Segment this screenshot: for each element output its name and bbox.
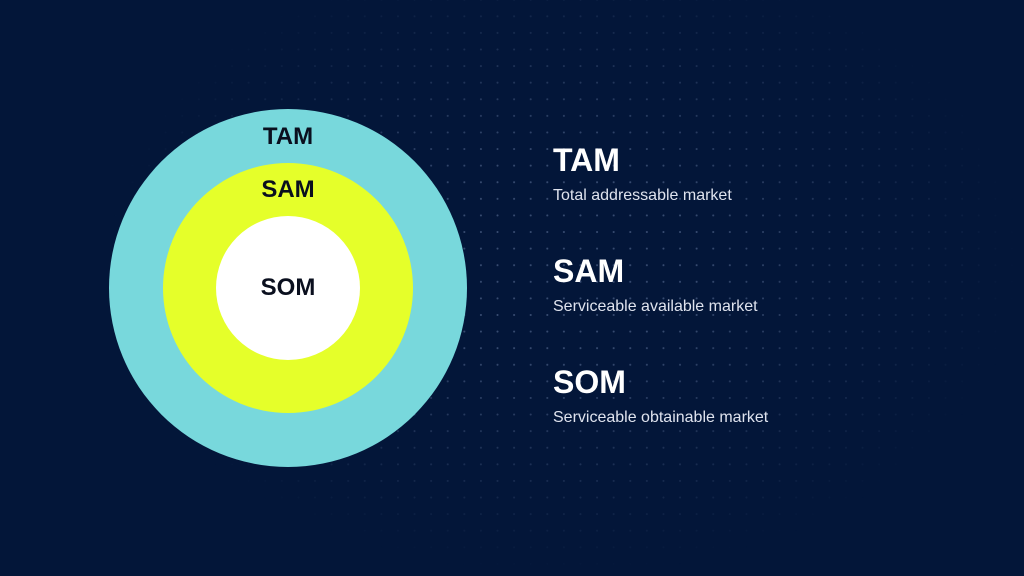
legend-item-som: SOM Serviceable obtainable market <box>553 364 768 428</box>
legend-description: Total addressable market <box>553 187 732 204</box>
legend-title: TAM <box>553 142 620 178</box>
som-circle-label: SOM <box>260 274 316 301</box>
legend-item-tam: TAM Total addressable market <box>553 142 732 206</box>
legend-description: Serviceable available market <box>553 298 758 315</box>
tam-circle-label: TAM <box>262 123 314 150</box>
legend-item-sam: SAM Serviceable available market <box>553 253 758 317</box>
legend-title: SOM <box>553 364 626 400</box>
som-circle <box>216 216 360 360</box>
legend-description: Serviceable obtainable market <box>553 409 769 426</box>
legend-title: SAM <box>553 253 625 289</box>
sam-circle-label: SAM <box>261 176 315 203</box>
